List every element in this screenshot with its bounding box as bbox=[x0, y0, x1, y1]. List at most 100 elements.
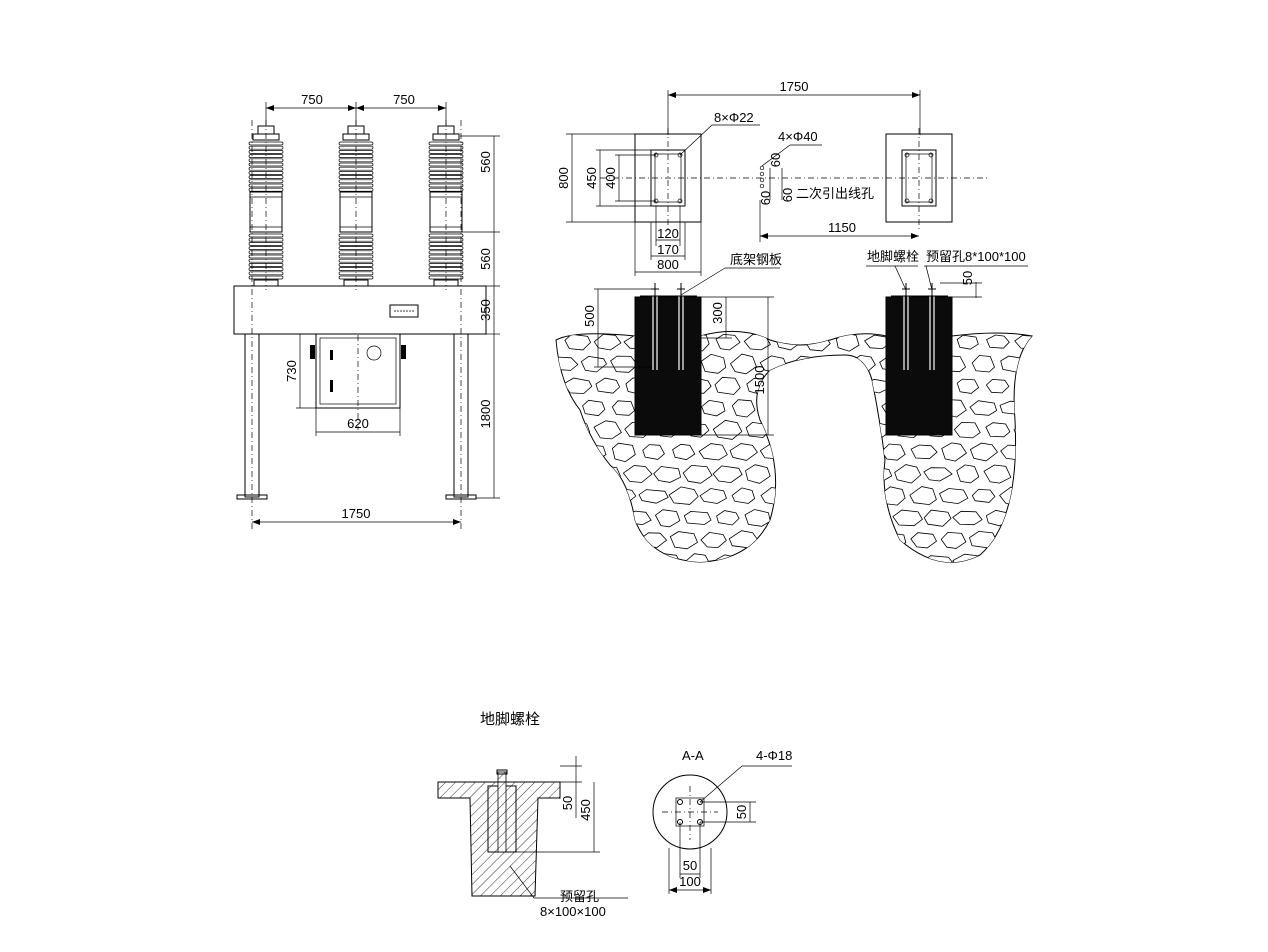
stone bbox=[923, 467, 953, 482]
section-dim-50-vertical: 50 bbox=[734, 805, 749, 819]
stone bbox=[1000, 444, 1028, 461]
frame-beam bbox=[233, 285, 487, 335]
stone bbox=[563, 510, 592, 525]
stone bbox=[556, 400, 577, 416]
stone bbox=[760, 487, 787, 505]
stone bbox=[1000, 532, 1027, 548]
stone bbox=[792, 355, 816, 373]
stone bbox=[564, 464, 591, 483]
dim-bushing-bottom: 560 bbox=[478, 248, 493, 270]
section-dim-100: 100 bbox=[679, 874, 701, 889]
stone bbox=[983, 464, 1012, 484]
stone bbox=[804, 421, 831, 440]
dim-frame: 350 bbox=[478, 299, 493, 321]
stone bbox=[712, 465, 743, 484]
dim-leg-span: 1750 bbox=[342, 506, 371, 521]
stone bbox=[700, 353, 727, 374]
concrete-block-left bbox=[634, 296, 702, 436]
dim-1500: 1500 bbox=[752, 366, 767, 395]
stone bbox=[610, 355, 638, 373]
stone bbox=[881, 443, 906, 461]
stone bbox=[683, 510, 712, 525]
foundation-view: 底架钢板 地脚螺栓 预留孔8*100*100 500 300 1500 50 bbox=[555, 249, 1033, 563]
stone bbox=[714, 376, 741, 395]
stone bbox=[882, 486, 906, 506]
stone bbox=[758, 532, 789, 547]
stone bbox=[803, 377, 832, 395]
stone bbox=[910, 532, 938, 549]
stone bbox=[716, 510, 740, 526]
stone bbox=[774, 378, 801, 394]
stone bbox=[582, 399, 606, 417]
stone bbox=[909, 486, 937, 506]
stone bbox=[834, 553, 861, 563]
stone bbox=[865, 554, 890, 563]
stone bbox=[969, 442, 999, 462]
stone bbox=[821, 488, 846, 504]
stone bbox=[731, 399, 756, 418]
label-secondary-hole: 二次引出线孔 bbox=[796, 186, 874, 201]
stone bbox=[892, 509, 923, 527]
dim-leg-height: 1800 bbox=[478, 400, 493, 429]
dim-120: 120 bbox=[657, 226, 679, 241]
dim-pitch-right: 750 bbox=[393, 92, 415, 107]
stone bbox=[594, 510, 621, 526]
dim-cabinet-width: 620 bbox=[347, 416, 369, 431]
stone bbox=[894, 464, 922, 484]
label-reserved-hole: 预留孔8*100*100 bbox=[926, 249, 1026, 264]
stone bbox=[744, 509, 771, 527]
hole-label-line1: 预留孔 bbox=[560, 889, 599, 904]
stone bbox=[985, 422, 1011, 438]
stone bbox=[789, 442, 819, 463]
dim-pitch-left: 750 bbox=[301, 92, 323, 107]
stone bbox=[821, 401, 846, 416]
stone bbox=[761, 400, 787, 416]
stone bbox=[745, 464, 771, 484]
dim-450: 450 bbox=[584, 167, 599, 189]
stone bbox=[776, 465, 800, 482]
stone bbox=[743, 333, 771, 351]
stone bbox=[743, 554, 772, 563]
bolt-dim-50: 50 bbox=[560, 796, 575, 810]
stone bbox=[865, 509, 890, 528]
stone bbox=[791, 397, 817, 419]
stone bbox=[956, 334, 979, 350]
stone bbox=[698, 443, 728, 461]
bolt-dim-450: 450 bbox=[578, 799, 593, 821]
section-dim-50-horizontal: 50 bbox=[683, 858, 697, 873]
stone bbox=[894, 553, 921, 563]
stone bbox=[940, 531, 967, 549]
stone bbox=[611, 442, 636, 463]
stone bbox=[790, 488, 818, 504]
stone bbox=[820, 531, 847, 549]
stone bbox=[1013, 420, 1032, 440]
dim-bushing-top: 560 bbox=[478, 151, 493, 173]
stone bbox=[642, 444, 665, 460]
stone bbox=[580, 355, 608, 373]
dim-170: 170 bbox=[657, 242, 679, 257]
stone bbox=[654, 509, 681, 528]
stone bbox=[731, 487, 756, 504]
stone bbox=[773, 420, 802, 440]
stone bbox=[819, 445, 849, 459]
stone bbox=[669, 531, 698, 550]
stone bbox=[821, 356, 846, 372]
stone bbox=[835, 332, 860, 352]
dim-300: 300 bbox=[710, 302, 725, 324]
stone bbox=[638, 489, 669, 504]
stone bbox=[1016, 509, 1032, 527]
stone bbox=[595, 465, 621, 483]
stone bbox=[565, 553, 591, 563]
stone bbox=[712, 419, 743, 440]
dim-50: 50 bbox=[960, 271, 975, 285]
bushing-3 bbox=[428, 120, 464, 290]
stone bbox=[564, 333, 592, 351]
stone bbox=[595, 377, 621, 394]
stone bbox=[715, 333, 741, 351]
dim-cabinet-height: 730 bbox=[284, 360, 299, 382]
stone bbox=[850, 442, 876, 461]
hole-label-line2: 8×100×100 bbox=[540, 904, 606, 919]
stone bbox=[851, 397, 877, 418]
section-aa-holes: 4-Φ18 bbox=[756, 748, 792, 763]
stone bbox=[804, 332, 831, 352]
